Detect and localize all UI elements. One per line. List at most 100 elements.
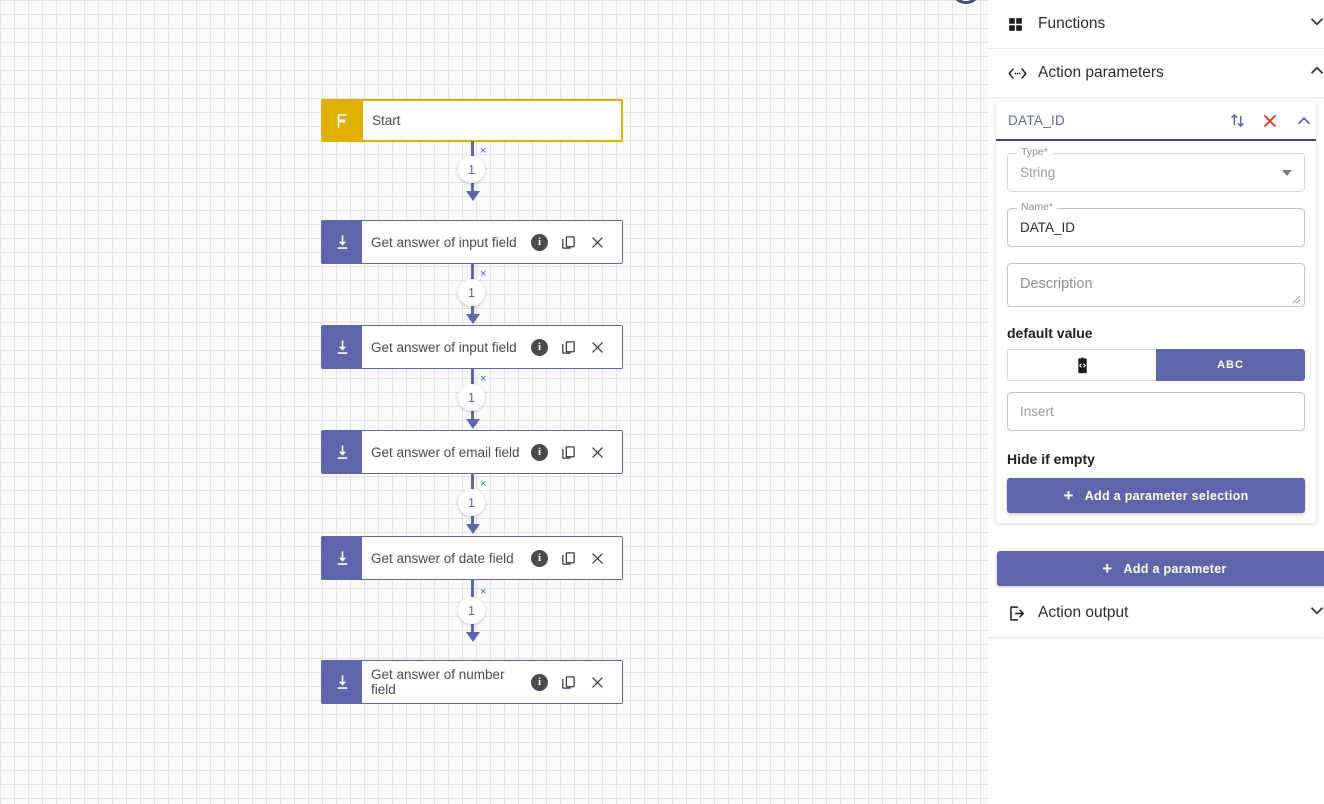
accordion-functions-label: Functions <box>1038 15 1106 32</box>
download-icon <box>322 326 362 368</box>
flow-node-label: Get answer of date field <box>371 550 514 566</box>
close-icon[interactable] <box>589 444 606 461</box>
copy-icon[interactable] <box>560 339 577 356</box>
connector-remove-icon[interactable]: × <box>480 373 487 385</box>
flow-node-body: Get answer of number field i <box>362 661 622 703</box>
copy-icon[interactable] <box>560 444 577 461</box>
download-icon <box>322 431 362 473</box>
default-value-label: default value <box>1007 325 1093 341</box>
parameter-card-data-id: DATA_ID Type* String Name* DATA_ID <box>996 102 1316 523</box>
type-field-legend: Type* <box>1017 146 1052 158</box>
connector-remove-icon[interactable]: × <box>480 145 487 157</box>
close-icon[interactable] <box>589 234 606 251</box>
flow-node-body: Get answer of email field i <box>362 431 622 473</box>
name-field-value: DATA_ID <box>1020 220 1076 235</box>
code-icon <box>1077 356 1087 373</box>
flow-connector: 1 × <box>458 580 523 642</box>
add-parameter-label: Add a parameter <box>1123 561 1227 576</box>
flag-icon <box>323 101 363 140</box>
download-icon <box>322 661 362 703</box>
name-field[interactable]: Name* DATA_ID <box>1007 201 1305 247</box>
add-parameter-selection-button[interactable]: + Add a parameter selection <box>1007 478 1305 513</box>
chevron-down-icon[interactable] <box>1282 169 1292 176</box>
flow-node-label: Get answer of input field <box>371 234 517 250</box>
flow-node-body: Get answer of input field i <box>362 221 622 263</box>
parameter-card-body: Type* String Name* DATA_ID Description <box>996 141 1316 523</box>
info-icon[interactable]: i <box>531 673 548 691</box>
accordion-action-parameters-label: Action parameters <box>1038 64 1164 81</box>
copy-icon[interactable] <box>560 550 577 567</box>
chevron-up-icon[interactable] <box>1293 110 1315 132</box>
chevron-down-icon[interactable] <box>1306 11 1324 38</box>
parameter-card-header[interactable]: DATA_ID <box>996 102 1316 141</box>
zoom-control[interactable] <box>951 0 981 4</box>
default-value-placeholder: Insert <box>1020 404 1054 419</box>
close-icon[interactable] <box>1260 111 1280 131</box>
info-icon[interactable]: i <box>531 443 548 461</box>
download-icon <box>322 537 362 579</box>
connector-badge[interactable]: 1 <box>458 279 485 306</box>
flow-node-get-answer-date-field[interactable]: Get answer of date field i <box>321 536 623 580</box>
flow-node-get-answer-email-field[interactable]: Get answer of email field i <box>321 430 623 474</box>
add-parameter-button[interactable]: + Add a parameter <box>997 551 1324 586</box>
connector-remove-icon[interactable]: × <box>480 586 487 598</box>
connector-badge[interactable]: 1 <box>458 156 485 183</box>
accordion-action-output[interactable]: Action output <box>988 589 1324 638</box>
description-field[interactable]: Description <box>1007 263 1305 307</box>
accordion-functions[interactable]: Functions <box>988 0 1324 49</box>
flow-node-label: Get answer of input field <box>371 339 517 355</box>
default-value-input[interactable]: Insert <box>1007 392 1305 431</box>
resize-grip-icon[interactable] <box>1292 295 1301 304</box>
connector-remove-icon[interactable]: × <box>480 478 487 490</box>
output-arrow-icon <box>1007 604 1029 623</box>
type-field-value: String <box>1020 165 1056 180</box>
sort-arrows-icon[interactable] <box>1228 111 1247 130</box>
chevron-up-icon[interactable] <box>1306 60 1324 87</box>
close-icon[interactable] <box>589 550 606 567</box>
flow-node-label: Start <box>372 113 401 128</box>
accordion-action-parameters[interactable]: Action parameters <box>988 49 1324 98</box>
flow-node-body: Start <box>363 101 621 140</box>
hide-if-empty-label: Hide if empty <box>1007 451 1095 467</box>
plus-icon: + <box>1102 559 1113 578</box>
close-icon[interactable] <box>589 339 606 356</box>
info-icon[interactable]: i <box>531 549 548 567</box>
toggle-code-mode[interactable] <box>1007 349 1156 381</box>
info-icon[interactable]: i <box>531 233 548 251</box>
add-parameter-selection-label: Add a parameter selection <box>1084 488 1249 503</box>
connector-badge[interactable]: 1 <box>458 597 485 624</box>
download-icon <box>322 221 362 263</box>
flow-node-get-answer-input-field-1[interactable]: Get answer of input field i <box>321 220 623 264</box>
flow-node-get-answer-number-field[interactable]: Get answer of number field i <box>321 660 623 704</box>
flow-node-label: Get answer of email field <box>371 444 520 460</box>
flow-connector: 1 × <box>458 473 523 535</box>
name-field-legend: Name* <box>1017 201 1058 213</box>
flow-node-start[interactable]: Start <box>321 99 623 142</box>
grid-icon <box>1007 16 1029 33</box>
flow-node-actions: i <box>531 443 610 461</box>
toggle-text-mode[interactable]: ABC <box>1156 349 1305 381</box>
flow-connector: 1 × <box>458 263 523 325</box>
info-icon[interactable]: i <box>531 338 548 356</box>
type-field[interactable]: Type* String <box>1007 146 1305 192</box>
properties-panel: Functions Action parameters DATA_ID Typ <box>988 0 1324 804</box>
chevron-down-icon[interactable] <box>1306 600 1324 627</box>
flow-connector: 1 × <box>458 368 523 430</box>
flow-node-actions: i <box>531 673 610 691</box>
plus-icon: + <box>1063 486 1074 505</box>
flow-node-actions: i <box>531 338 610 356</box>
flow-node-body: Get answer of date field i <box>362 537 622 579</box>
connector-badge[interactable]: 1 <box>458 384 485 411</box>
parameter-card-actions <box>1228 110 1316 132</box>
flow-node-get-answer-input-field-2[interactable]: Get answer of input field i <box>321 325 623 369</box>
copy-icon[interactable] <box>560 234 577 251</box>
copy-icon[interactable] <box>560 674 577 691</box>
flow-node-actions: i <box>531 233 610 251</box>
connector-remove-icon[interactable]: × <box>480 268 487 280</box>
code-brackets-icon <box>1007 65 1029 82</box>
close-icon[interactable] <box>589 674 606 691</box>
flow-connector: 1 × <box>458 141 523 203</box>
flow-node-label: Get answer of number field <box>371 667 505 697</box>
flow-canvas[interactable]: Start 1 × Get answer of input field i 1 … <box>0 0 988 804</box>
connector-badge[interactable]: 1 <box>458 489 485 516</box>
